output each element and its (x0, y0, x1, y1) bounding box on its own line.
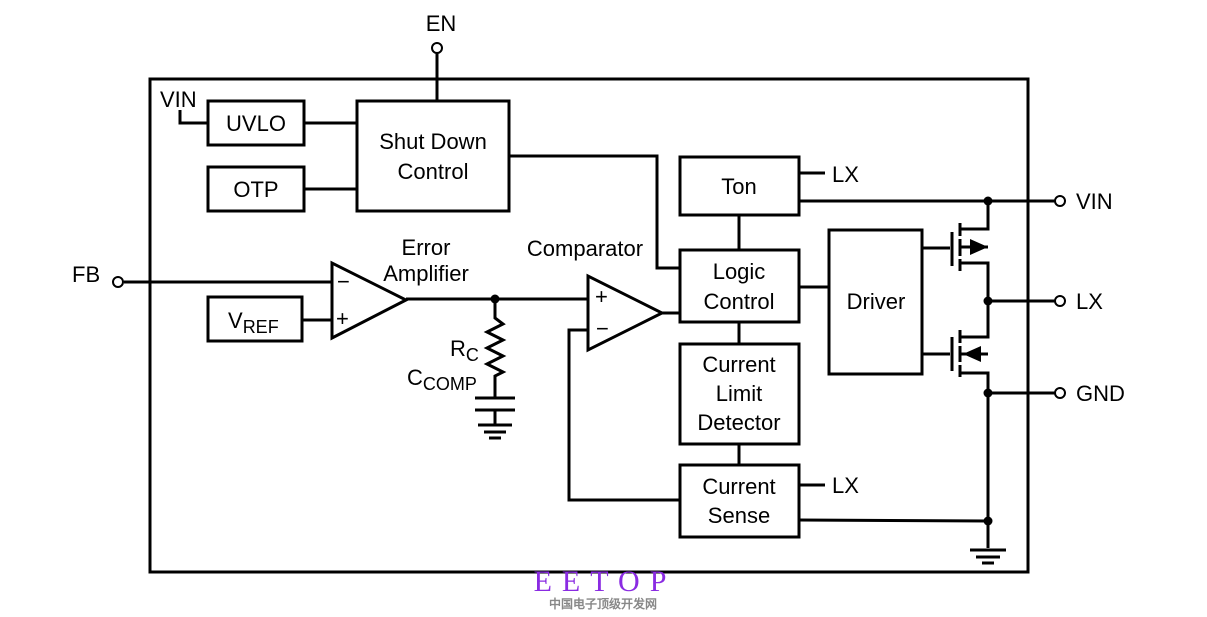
en-pin (431, 42, 443, 54)
lx-pin (1054, 295, 1066, 307)
vref-block (206, 295, 304, 343)
shutdown-label-2: Control (398, 159, 469, 184)
current-sense-label-2: Sense (708, 503, 770, 528)
wires (124, 53, 1055, 565)
comparator-label: Comparator (527, 236, 643, 261)
error-amplifier (330, 260, 410, 341)
otp-block (206, 165, 306, 213)
comparator-minus: − (596, 316, 609, 341)
lx-label: LX (1076, 289, 1103, 314)
logic-control-block (678, 248, 801, 324)
watermark-logo: EETOP (534, 565, 677, 598)
logic-label-1: Logic (713, 259, 766, 284)
current-limit-label-3: Detector (697, 410, 780, 435)
rc-label: RC (450, 336, 479, 365)
driver-label: Driver (847, 289, 906, 314)
ton-lx-label: LX (832, 162, 859, 187)
uvlo-label: UVLO (226, 111, 286, 136)
junction-dots (490, 196, 993, 526)
error-amp-label-1: Error (402, 235, 451, 260)
mosfet-high-side (950, 223, 988, 271)
vin-pin (1054, 195, 1066, 207)
ccomp-label: CCOMP (407, 365, 477, 394)
gnd-label: GND (1076, 381, 1125, 406)
vref-label: VREF (228, 308, 279, 337)
ton-block (678, 155, 801, 217)
fb-label: FB (72, 262, 100, 287)
comparator-plus: + (595, 284, 608, 309)
error-amp-label-2: Amplifier (383, 261, 469, 286)
uvlo-block (206, 99, 306, 147)
mosfet-low-side (950, 330, 988, 377)
otp-label: OTP (233, 177, 278, 202)
comparator (586, 273, 666, 353)
shutdown-label-1: Shut Down (379, 129, 487, 154)
current-sense-block (678, 463, 801, 539)
current-limit-label-2: Limit (716, 381, 762, 406)
chip-outline (148, 77, 1030, 574)
gnd-pin (1054, 387, 1066, 399)
current-limit-label-1: Current (702, 352, 775, 377)
watermark-subtitle: 中国电子顶级开发网 (549, 596, 657, 611)
error-amp-minus: − (337, 269, 350, 294)
error-amp-plus: + (336, 306, 349, 331)
fb-pin (112, 276, 124, 288)
current-limit-detector-block (678, 342, 801, 446)
vin-input-label: VIN (160, 87, 197, 112)
shutdown-control-block (355, 99, 511, 213)
sense-lx-label: LX (832, 473, 859, 498)
current-sense-label-1: Current (702, 474, 775, 499)
en-label: EN (426, 11, 457, 36)
driver-block (827, 228, 924, 376)
logic-label-2: Control (704, 289, 775, 314)
ton-label: Ton (721, 174, 756, 199)
vin-label: VIN (1076, 189, 1113, 214)
